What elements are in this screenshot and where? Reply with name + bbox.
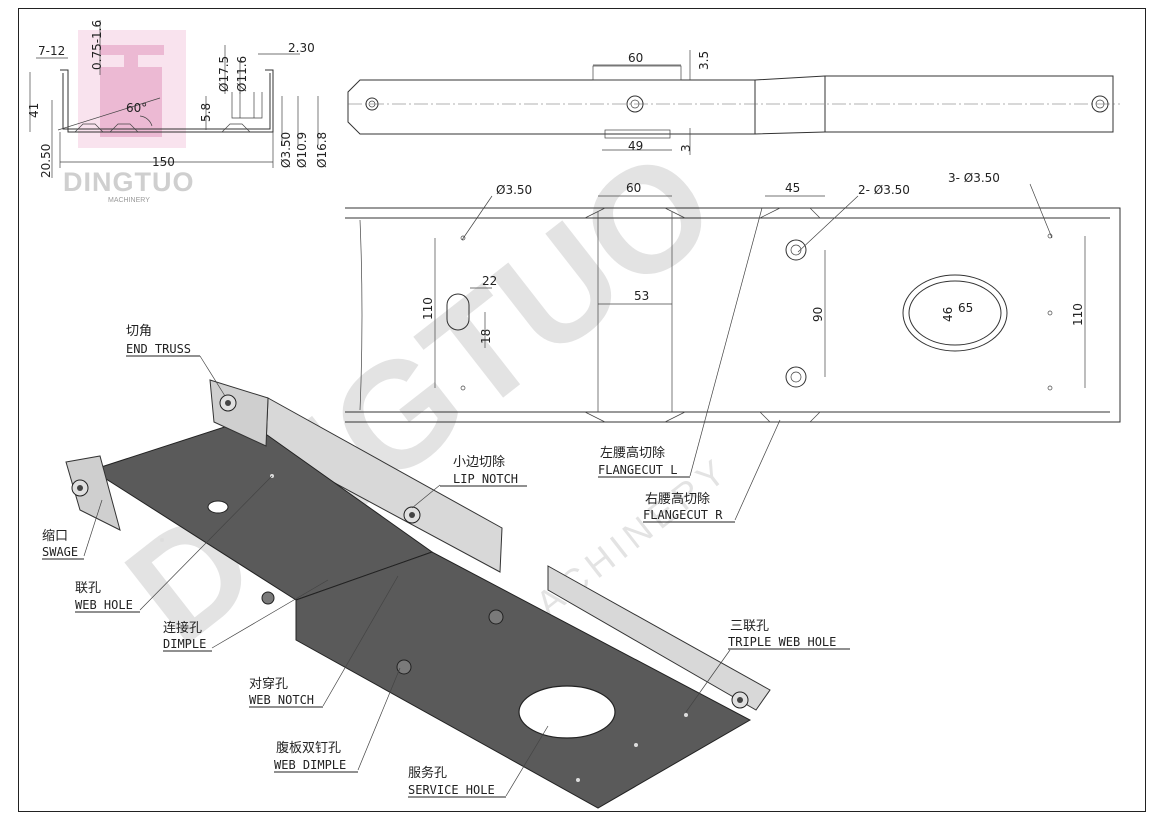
dim-41: 41 xyxy=(27,103,41,118)
callout-flangecut-r: 右腰高切除 FLANGECUT R xyxy=(643,491,735,523)
plan-view: Ø3.50 60 45 2- Ø3.50 3- Ø3.50 22 110 18 … xyxy=(345,171,1121,423)
plan-view-outline xyxy=(345,207,1121,423)
callout-cn: 服务孔 xyxy=(408,765,447,781)
callout-cn: 右腰高切除 xyxy=(645,491,710,507)
dim-plan-dia-3-50: Ø3.50 xyxy=(496,183,532,197)
dim-plan-46: 46 xyxy=(941,307,955,322)
callout-en: WEB NOTCH xyxy=(249,693,314,707)
callout-web-notch: 对穿孔 WEB NOTCH xyxy=(249,676,323,708)
dim-plan-3x-dia: 3- Ø3.50 xyxy=(948,171,1000,185)
dim-plan-60: 60 xyxy=(626,181,641,195)
dim-20-50: 20.50 xyxy=(39,144,53,178)
dim-plan-18: 18 xyxy=(479,329,493,344)
dim-plan-110-left: 110 xyxy=(421,297,435,320)
callout-cn: 左腰高切除 xyxy=(600,445,665,461)
cross-section-view: 7-12 0.75-1.6 41 20.50 150 60° 5.8 Ø17.5… xyxy=(27,20,329,178)
callout-en: FLANGECUT L xyxy=(598,463,677,477)
dim-dia-10-9: Ø10.9 xyxy=(295,132,309,168)
dim-plan-2x-dia: 2- Ø3.50 xyxy=(858,183,910,197)
dim-plan-45: 45 xyxy=(785,181,800,195)
dim-plan-22: 22 xyxy=(482,274,497,288)
dim-side-3-5: 3.5 xyxy=(697,51,711,70)
callout-web-hole: 联孔 WEB HOLE xyxy=(75,581,140,613)
callout-cn: 连接孔 xyxy=(163,620,202,636)
callout-swage: 缩口 SWAGE xyxy=(42,528,84,560)
callout-en: SWAGE xyxy=(42,545,78,559)
dim-dia-3-50: Ø3.50 xyxy=(279,132,293,168)
logo-brand: DINGTUO xyxy=(63,167,195,197)
callout-flangecut-l: 左腰高切除 FLANGECUT L xyxy=(598,445,690,478)
callout-cn: 联孔 xyxy=(75,581,101,596)
c-profile xyxy=(60,69,274,133)
dim-side-3: 3 xyxy=(679,144,693,152)
dim-5-8: 5.8 xyxy=(199,103,213,122)
dim-plan-110-right: 110 xyxy=(1071,303,1085,326)
dim-dia-11-6: Ø11.6 xyxy=(235,56,249,92)
dim-dia-16-8: Ø16.8 xyxy=(315,132,329,168)
callout-service-hole: 服务孔 SERVICE HOLE xyxy=(408,765,506,798)
callout-en: FLANGECUT R xyxy=(643,508,723,522)
logo-subtitle: MACHINERY xyxy=(108,197,150,204)
drawing-frame xyxy=(18,8,1146,812)
dim-plan-65: 65 xyxy=(958,301,973,315)
dim-side-60: 60 xyxy=(628,51,643,65)
dim-thickness: 0.75-1.6 xyxy=(90,20,104,70)
callout-en: TRIPLE WEB HOLE xyxy=(728,635,836,649)
side-view: 60 3.5 49 3 xyxy=(347,50,1120,155)
callout-cn: 腹板双钉孔 xyxy=(276,740,341,756)
callout-triple-web-hole: 三联孔 TRIPLE WEB HOLE xyxy=(728,619,850,650)
callout-en: SERVICE HOLE xyxy=(408,783,495,797)
callout-en: DIMPLE xyxy=(163,637,206,651)
side-view-outline xyxy=(347,79,756,135)
callout-en: LIP NOTCH xyxy=(453,472,518,486)
dim-dia-17-5: Ø17.5 xyxy=(217,56,231,92)
dim-7-12: 7-12 xyxy=(38,44,65,58)
callout-dimple: 连接孔 DIMPLE xyxy=(163,620,212,652)
callout-cn: 切角 xyxy=(126,324,152,339)
callout-en: WEB HOLE xyxy=(75,598,133,612)
callout-end-truss: 切角 END TRUSS xyxy=(126,324,200,357)
dim-plan-53: 53 xyxy=(634,289,649,303)
callout-cn: 对穿孔 xyxy=(249,676,288,692)
callout-leaders xyxy=(83,207,781,797)
callout-en: WEB DIMPLE xyxy=(274,758,346,772)
callout-lip-notch: 小边切除 LIP NOTCH xyxy=(440,455,527,487)
callout-cn: 三联孔 xyxy=(730,619,769,634)
callout-web-dimple: 腹板双钉孔 WEB DIMPLE xyxy=(274,740,358,773)
dim-150: 150 xyxy=(152,155,175,169)
callout-en: END TRUSS xyxy=(126,342,191,356)
dim-2-30: 2.30 xyxy=(288,41,315,55)
isometric-part-view xyxy=(65,379,771,809)
callout-cn: 小边切除 xyxy=(453,455,505,470)
dim-plan-90: 90 xyxy=(811,307,825,322)
dim-side-49: 49 xyxy=(628,139,643,153)
callout-cn: 缩口 xyxy=(42,528,68,544)
dim-60-deg: 60° xyxy=(126,101,147,115)
company-logo: DINGTUO MACHINERY xyxy=(63,30,195,204)
